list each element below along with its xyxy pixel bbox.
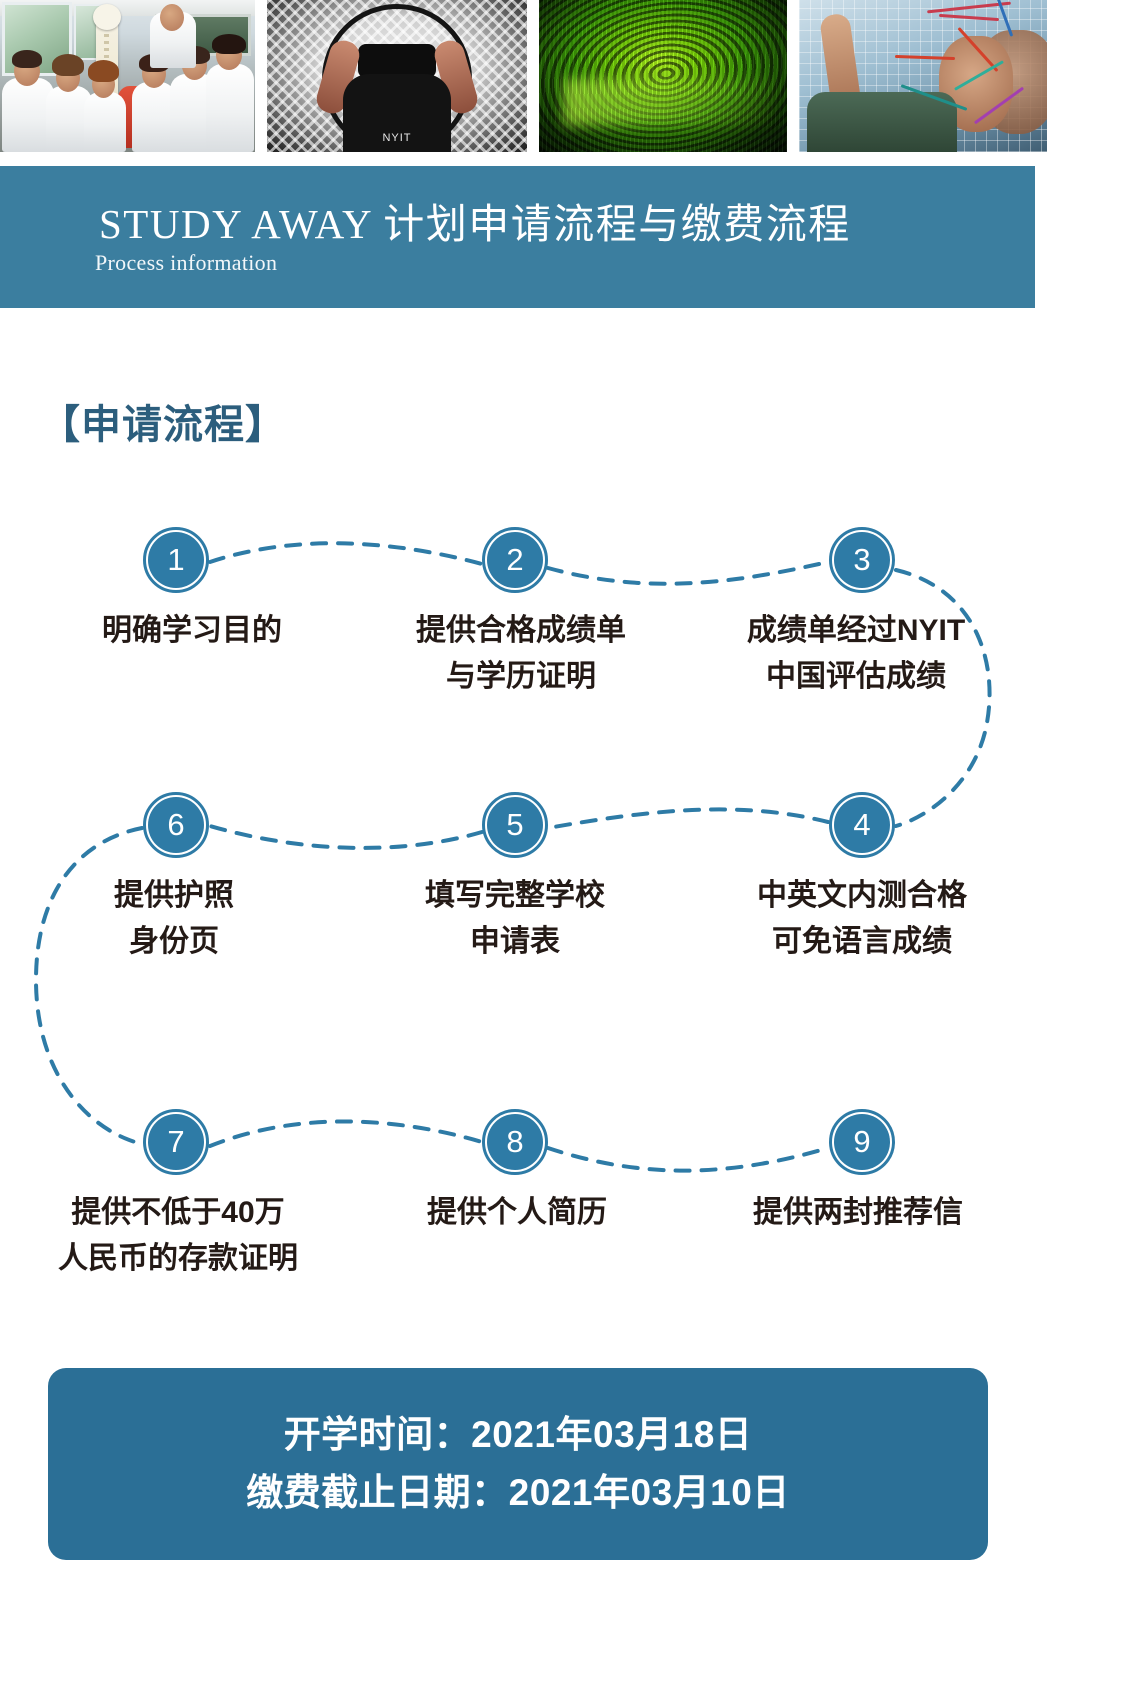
title-band: STUDY AWAY 计划申请流程与缴费流程 Process informati… <box>0 166 1035 308</box>
flow-label-9: 提供两封推荐信 <box>753 1190 963 1236</box>
flow-label-5-line-2: 申请表 <box>470 925 560 958</box>
photo-green-fingerprint <box>539 0 787 152</box>
page-title: STUDY AWAY 计划申请流程与缴费流程 <box>99 201 851 247</box>
flow-label-6-line-1: 提供护照 <box>114 879 234 912</box>
flow-label-8: 提供个人简历 <box>427 1190 607 1236</box>
flow-node-4-number: 4 <box>834 797 890 853</box>
flow-label-5: 填写完整学校 申请表 <box>425 873 605 965</box>
flow-node-6[interactable]: 6 <box>143 792 209 858</box>
flow-label-4: 中英文内测合格 可免语言成绩 <box>757 873 967 965</box>
flow-label-7-line-2: 人民币的存款证明 <box>58 1242 298 1275</box>
flow-node-9[interactable]: 9 <box>829 1109 895 1175</box>
flow-label-6: 提供护照 身份页 <box>114 873 234 965</box>
flow-label-3-line-1: 成绩单经过NYIT <box>746 614 966 647</box>
flow-node-1[interactable]: 1 <box>143 527 209 593</box>
photo-researcher-glass-board <box>799 0 1047 152</box>
flow-label-4-line-1: 中英文内测合格 <box>757 879 967 912</box>
start-date-line: 开学时间：2021年03月18日 <box>283 1414 753 1455</box>
flow-label-7-line-1: 提供不低于40万 <box>71 1196 285 1229</box>
page-subtitle: Process information <box>95 250 278 275</box>
flow-node-3-number: 3 <box>834 532 890 588</box>
header-photo-strip: NYIT <box>0 0 1047 152</box>
flow-node-7-number: 7 <box>148 1114 204 1170</box>
flow-node-2[interactable]: 2 <box>482 527 548 593</box>
flow-label-6-line-2: 身份页 <box>129 925 219 958</box>
flow-label-3-line-2: 中国评估成绩 <box>766 660 946 693</box>
flow-label-9-line-1: 提供两封推荐信 <box>753 1196 963 1229</box>
flow-label-2-line-1: 提供合格成绩单 <box>416 614 626 647</box>
flow-label-2-line-2: 与学历证明 <box>446 660 596 693</box>
flow-connector-paths <box>33 541 992 1173</box>
flow-label-4-line-2: 可免语言成绩 <box>772 925 952 958</box>
flow-label-5-line-1: 填写完整学校 <box>425 879 605 912</box>
flow-node-8[interactable]: 8 <box>482 1109 548 1175</box>
flow-node-7[interactable]: 7 <box>143 1109 209 1175</box>
flow-node-2-number: 2 <box>487 532 543 588</box>
application-flow-diagram: 1 明确学习目的 2 提供合格成绩单 与学历证明 3 成绩单经过NYIT 中国评… <box>0 470 1035 1320</box>
dates-banner: 开学时间：2021年03月18日 缴费截止日期：2021年03月10日 <box>48 1368 988 1560</box>
flow-label-8-line-1: 提供个人简历 <box>427 1196 607 1229</box>
flow-label-2: 提供合格成绩单 与学历证明 <box>416 608 626 700</box>
flow-label-3: 成绩单经过NYIT 中国评估成绩 <box>747 608 965 700</box>
payment-deadline-line: 缴费截止日期：2021年03月10日 <box>246 1472 790 1513</box>
flow-node-6-number: 6 <box>148 797 204 853</box>
flow-label-1-line-1: 明确学习目的 <box>102 614 282 647</box>
flow-node-9-number: 9 <box>834 1114 890 1170</box>
flow-node-1-number: 1 <box>148 532 204 588</box>
photo-vr-headset-student: NYIT <box>267 0 527 152</box>
flow-label-1: 明确学习目的 <box>102 608 282 654</box>
nyit-logo-text: NYIT <box>382 132 412 144</box>
flow-label-7: 提供不低于40万 人民币的存款证明 <box>58 1190 298 1282</box>
section-heading-application-process: 【申请流程】 <box>40 403 286 447</box>
flow-node-5[interactable]: 5 <box>482 792 548 858</box>
flow-node-8-number: 8 <box>487 1114 543 1170</box>
flow-node-3[interactable]: 3 <box>829 527 895 593</box>
flow-node-4[interactable]: 4 <box>829 792 895 858</box>
photo-anatomy-lab-students <box>0 0 255 152</box>
flow-node-5-number: 5 <box>487 797 543 853</box>
